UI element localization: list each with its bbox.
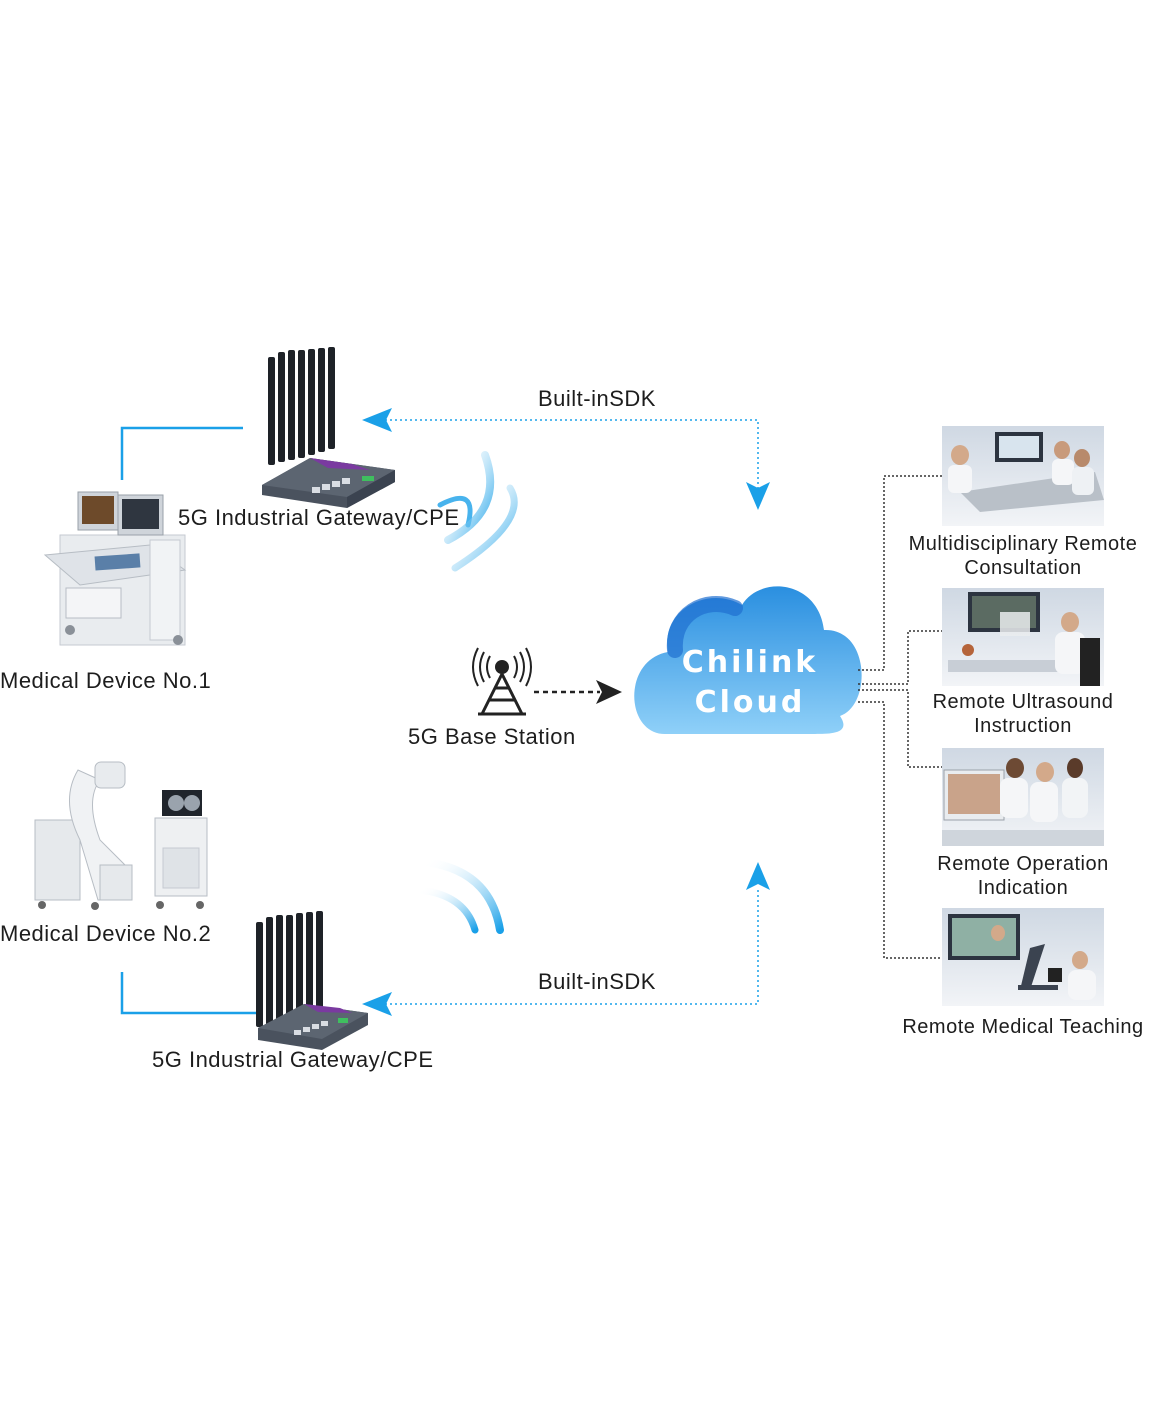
app-label-line: Remote Operation (937, 853, 1109, 875)
app-photo-ultrasound (942, 588, 1104, 686)
arrow-down-icon (746, 482, 770, 510)
app-label-line: Remote Medical Teaching (902, 1016, 1144, 1038)
app-connectors (858, 475, 942, 959)
cloud-label: Chilink Cloud (640, 643, 860, 723)
sdk-top-connector (362, 408, 770, 510)
base-to-cloud-arrow (534, 680, 622, 704)
arrow-left-icon (362, 992, 392, 1016)
gateway-bottom-device (256, 911, 368, 1050)
app-label-line: Remote Ultrasound (932, 691, 1114, 713)
app-label-ultrasound: Remote Ultrasound Instruction (888, 690, 1153, 738)
chilink-cloud-icon (634, 586, 862, 734)
device2-link (120, 972, 262, 1015)
app-label-line: Instruction (974, 715, 1072, 737)
app-label-line: Consultation (964, 557, 1082, 579)
arrow-right-icon (596, 680, 622, 704)
wireless-waves-top-icon (437, 451, 518, 572)
app-label-line: Multidisciplinary Remote (908, 533, 1138, 555)
device-1-label: Medical Device No.1 (0, 668, 212, 693)
medical-device-2-illustration (34, 761, 208, 910)
app-photo-consultation (942, 426, 1104, 526)
device1-link (120, 426, 243, 480)
cloud-label-line1: Chilink (681, 645, 819, 680)
app-label-consultation: Multidisciplinary Remote Consultation (888, 532, 1153, 580)
app-label-teaching: Remote Medical Teaching (888, 1015, 1153, 1039)
gateway-top-device (262, 347, 395, 508)
base-station-icon (472, 647, 532, 716)
base-station-label: 5G Base Station (408, 724, 576, 749)
sdk-label-bottom: Built-inSDK (538, 969, 656, 994)
medical-device-1-illustration (43, 491, 187, 646)
device-2-label: Medical Device No.2 (0, 921, 212, 946)
app-label-operation: Remote Operation Indication (888, 852, 1153, 900)
app-photo-operation (942, 748, 1104, 846)
sdk-label-top: Built-inSDK (538, 386, 656, 411)
gateway-label-bottom: 5G Industrial Gateway/CPE (152, 1047, 434, 1072)
app-label-line: Indication (977, 877, 1069, 899)
cloud-label-line2: Cloud (694, 685, 806, 720)
arrow-left-icon (362, 408, 392, 432)
sdk-bottom-connector (362, 862, 770, 1016)
wireless-waves-bottom-icon (416, 858, 504, 934)
gateway-label-top: 5G Industrial Gateway/CPE (178, 505, 460, 530)
app-photo-teaching (942, 908, 1104, 1006)
arrow-up-icon (746, 862, 770, 890)
